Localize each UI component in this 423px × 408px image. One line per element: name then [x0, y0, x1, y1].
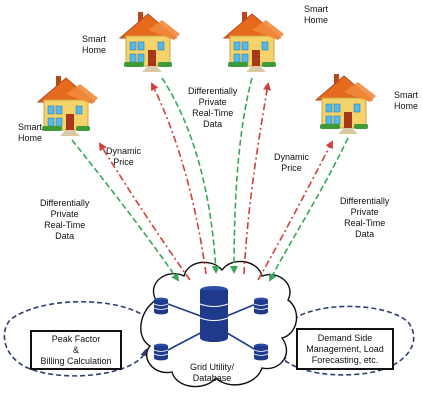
smart-home-label-1: Smart Home [18, 122, 43, 143]
dp-data-label-right: Differentially Private Real-Time Data [340, 196, 390, 239]
dynamic-price-label-left: Dynamic Price [106, 146, 142, 167]
smart-home-label-3: Smart Home [304, 4, 329, 25]
peak-factor-billing-text: Peak Factor & Billing Calculation [40, 333, 112, 366]
dp-data-label-left: Differentially Private Real-Time Data [40, 198, 90, 241]
smart-home-2-illustration [119, 11, 181, 73]
dynamic-price-label-right: Dynamic Price [274, 152, 310, 173]
arrow-price-home3 [243, 82, 271, 275]
demand-side-management-box: Demand Side Management, Load Forecasting… [296, 328, 394, 370]
arrow-dp-data-home1 [71, 139, 180, 282]
dp-data-label-center: Differentially Private Real-Time Data [188, 86, 238, 129]
smart-home-1-illustration [37, 75, 99, 137]
arrow-price-home2 [151, 82, 207, 275]
arrow-price-home4 [257, 140, 333, 281]
smart-home-label-4: Smart Home [394, 90, 419, 111]
grid-utility-label: Grid Utility/ Database [190, 362, 235, 383]
demand-side-management-text: Demand Side Management, Load Forecasting… [306, 332, 384, 365]
arrow-price-home1 [98, 142, 191, 281]
arrow-dp-data-home2 [161, 77, 220, 274]
database-cluster [153, 286, 269, 361]
left-loop-ellipse [3, 300, 149, 377]
arrow-dp-data-home3 [230, 77, 253, 274]
smart-home-label-2: Smart Home [82, 34, 107, 55]
right-loop-ellipse [278, 305, 415, 376]
arrow-dp-data-home4 [269, 137, 349, 282]
peak-factor-billing-box: Peak Factor & Billing Calculation [30, 330, 122, 370]
smart-home-4-illustration [315, 73, 377, 135]
smart-home-3-illustration [223, 11, 285, 73]
